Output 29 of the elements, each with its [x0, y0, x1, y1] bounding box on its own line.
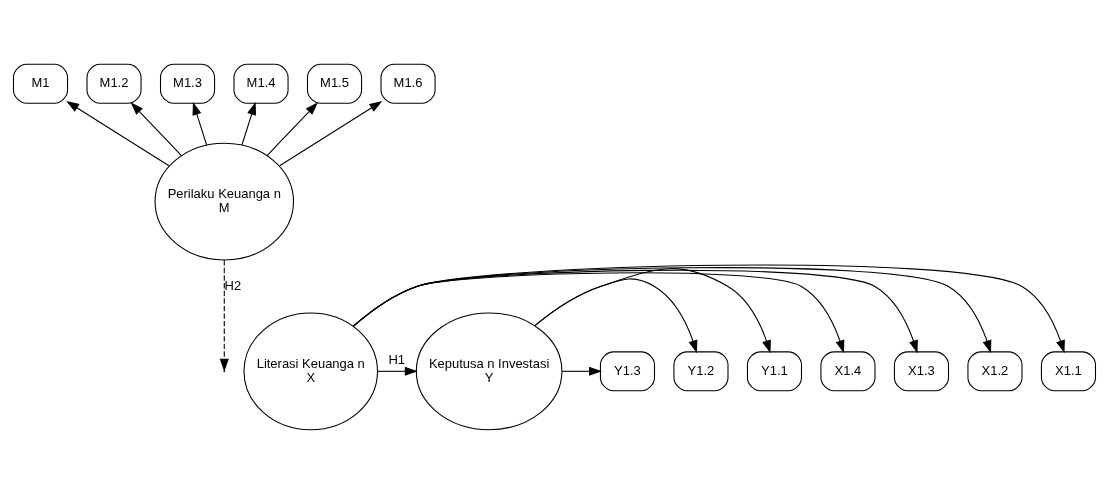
node-ellipse: Literasi Keuanga n X — [243, 311, 379, 430]
arrow — [66, 100, 170, 166]
node-box: M1.6 — [380, 63, 436, 104]
arrow — [241, 101, 256, 146]
arrow — [377, 366, 418, 376]
edge-label: H1 — [388, 351, 406, 367]
arrow — [130, 101, 182, 156]
edge-label: H2 — [224, 277, 242, 293]
arrow — [534, 267, 771, 353]
node-box: Y1.1 — [746, 350, 803, 391]
node-ellipse: Perilaku Keuanga n M — [154, 142, 295, 260]
node-box: X1.4 — [820, 350, 876, 391]
arrow — [279, 100, 383, 166]
node-ellipse: Keputusa n Investasi Y — [415, 311, 563, 430]
node-box: M1.4 — [233, 63, 289, 104]
node-box: Y1.2 — [673, 350, 729, 391]
node-box: X1.2 — [967, 350, 1023, 391]
node-box: M1 — [12, 63, 69, 104]
arrow — [192, 101, 208, 146]
node-box: Y1.3 — [599, 350, 656, 391]
node-box: X1.1 — [1040, 350, 1097, 391]
arrow — [266, 101, 318, 156]
arrow — [561, 366, 603, 376]
node-box: X1.3 — [893, 350, 950, 391]
node-box: M1.5 — [306, 63, 363, 104]
arrow — [534, 277, 698, 353]
node-box: M1.3 — [159, 63, 216, 104]
node-box: M1.2 — [86, 63, 142, 104]
arrow — [219, 259, 229, 372]
